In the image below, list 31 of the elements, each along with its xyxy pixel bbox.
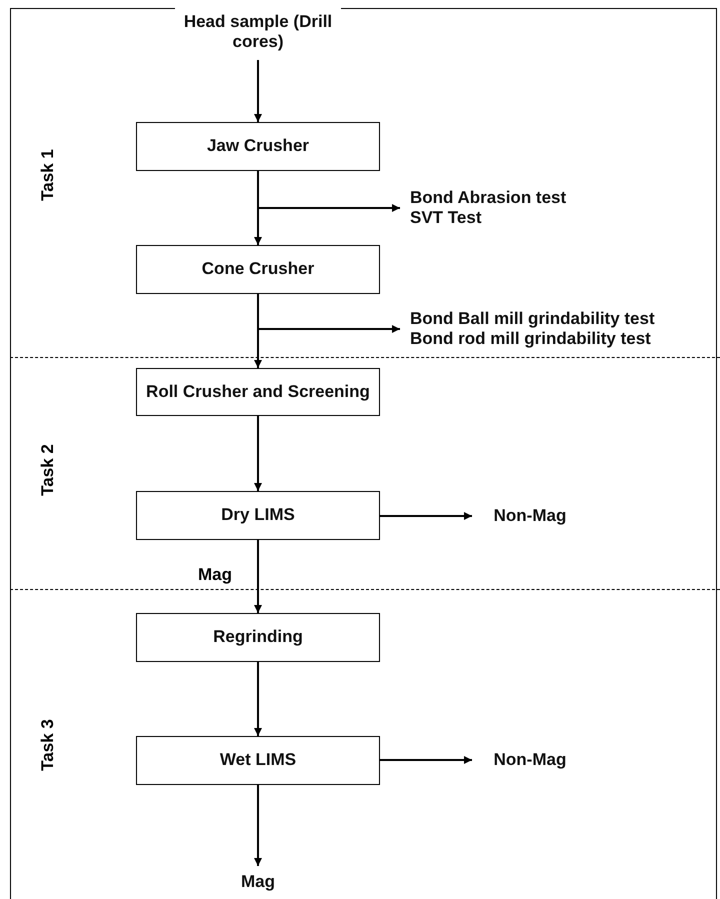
process-box (136, 491, 380, 540)
section-label: Task 1 (38, 149, 58, 201)
process-box (136, 122, 380, 171)
node-label: Non-Mag (494, 750, 566, 770)
arrow (254, 662, 262, 736)
arrow (254, 416, 262, 491)
arrow (380, 756, 472, 764)
arrow (254, 60, 262, 122)
node-label: Regrinding (213, 627, 303, 648)
node-label: Head sample (Drill cores) (182, 12, 334, 52)
node-label: Non-Mag (494, 506, 566, 526)
node-label: Jaw Crusher (206, 136, 310, 157)
node-label: Bond rod mill grindability test (410, 329, 651, 350)
node-label: Mag (241, 872, 275, 892)
section-label: Task 2 (38, 444, 58, 496)
process-box (136, 245, 380, 294)
node-label: SVT Test (410, 208, 482, 228)
process-box (136, 368, 380, 416)
node-label: Bond Ball mill grindability test (410, 308, 655, 329)
node-label: Cone Crusher (202, 259, 314, 280)
node-label: Dry LIMS (221, 505, 295, 526)
arrow (254, 171, 262, 245)
section-label: Task 3 (38, 719, 58, 771)
arrow (254, 785, 262, 866)
arrow (254, 540, 262, 613)
process-box (136, 736, 380, 785)
node-label: Wet LIMS (220, 750, 296, 771)
process-box (136, 613, 380, 662)
node-label: Roll Crusher and Screening (146, 382, 370, 402)
arrow (380, 512, 472, 520)
node-label: Bond Abrasion test (410, 188, 566, 208)
